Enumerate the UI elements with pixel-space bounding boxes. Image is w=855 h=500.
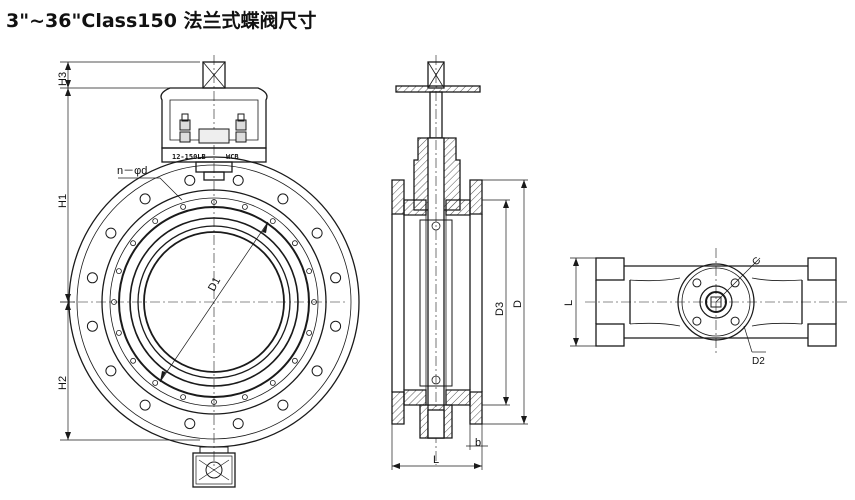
bolt-hole <box>311 227 323 239</box>
pad-hole <box>692 278 702 288</box>
label-d3: D3 <box>494 302 506 316</box>
tap-hole <box>306 329 313 336</box>
bolt-hole <box>232 174 244 186</box>
nameplate-material: WCB <box>226 153 239 161</box>
tap-hole <box>241 203 248 210</box>
outer-bolt-holes <box>86 174 342 430</box>
tap-hole <box>130 357 137 364</box>
label-l-side: L <box>433 454 439 466</box>
bolt-hole <box>330 320 342 332</box>
label-b: b <box>475 437 481 449</box>
tap-hole <box>116 329 122 336</box>
bolt-hole <box>232 418 244 430</box>
bolt-hole <box>105 365 117 377</box>
bottom-square <box>192 452 236 488</box>
diagram-title: 3"~36"Class150 法兰式蝶阀尺寸 <box>6 10 317 32</box>
front-dimensions <box>60 61 200 441</box>
bolt-hole <box>139 193 151 205</box>
label-d2: D2 <box>752 356 765 367</box>
top-view <box>570 248 848 356</box>
tap-hole <box>311 299 317 305</box>
tap-hole <box>269 218 276 225</box>
top-dimensions <box>570 257 766 353</box>
label-h3: H3 <box>57 72 69 86</box>
label-bolt-holes: n－φd <box>117 165 147 177</box>
bolt-hole <box>86 320 98 332</box>
side-view <box>391 55 528 470</box>
pad-hole <box>730 278 740 288</box>
tap-hole <box>152 218 159 225</box>
tap-hole <box>180 203 187 210</box>
label-d1: D1 <box>206 275 223 293</box>
gearbox-bolts <box>179 113 247 144</box>
bolt-hole <box>277 399 289 411</box>
label-h1: H1 <box>57 194 69 208</box>
bolt-hole <box>184 418 196 430</box>
seat-ring <box>129 217 299 387</box>
tap-hole <box>116 268 122 275</box>
bolt-hole <box>105 227 117 239</box>
side-dimensions <box>391 179 528 470</box>
bolt-hole <box>311 365 323 377</box>
bolt-hole <box>86 272 98 284</box>
tap-hole <box>241 394 248 401</box>
tap-hole <box>211 199 217 205</box>
bolt-hole <box>139 399 151 411</box>
label-d: D <box>512 300 524 308</box>
tap-hole <box>152 379 159 386</box>
tap-hole <box>269 379 276 386</box>
gearbox-frame <box>160 87 268 149</box>
tap-hole <box>291 240 298 247</box>
tap-hole <box>291 357 298 364</box>
label-l-top: L <box>563 300 575 306</box>
tap-hole <box>180 394 187 401</box>
pad-hole <box>692 316 702 326</box>
pad-hole <box>730 316 740 326</box>
front-view <box>60 55 360 488</box>
bolt-hole <box>184 174 196 186</box>
tap-hole <box>130 240 137 247</box>
bore <box>143 231 285 373</box>
label-h2: H2 <box>57 376 69 390</box>
nameplate-rating: 12-150LB <box>172 153 206 161</box>
tap-hole <box>211 399 217 405</box>
tap-hole <box>111 299 117 305</box>
tap-hole <box>306 268 313 275</box>
bolt-hole <box>330 272 342 284</box>
pad-bolt-holes <box>692 278 740 326</box>
inner-tap-holes <box>111 199 317 405</box>
bolt-hole <box>277 193 289 205</box>
